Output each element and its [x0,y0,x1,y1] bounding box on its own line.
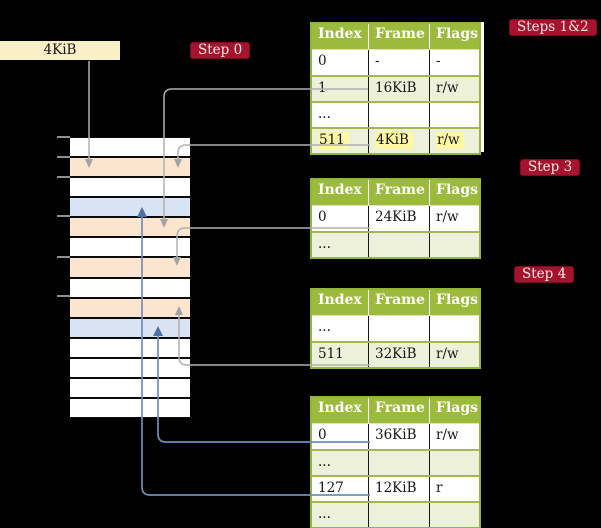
table-cell: ... [318,106,331,122]
table-cell: 0 [318,53,327,69]
memory-tick [57,215,70,217]
badge-steps-1-2: Steps 1&2 [509,19,597,36]
table-row: 0 -- [312,49,479,75]
memory-tick [57,256,70,258]
memory-row-11 [70,338,190,359]
table-row: ... [312,231,479,257]
memory-row-1 [70,138,190,159]
memory-row-3 [70,178,190,199]
memory-row-6 [70,238,190,259]
table-cell: ... [318,506,331,522]
memory-row-5 [70,218,190,239]
table-1-white-edge [481,22,484,152]
memory-row-13 [70,378,190,400]
table-cell: r/w [429,343,479,367]
table-row: ... [312,501,479,527]
table-cell [429,503,479,527]
table-row: ... [312,101,479,127]
memory-row-14 [70,399,190,418]
table-cell: r/w [429,129,479,153]
table-row: ... [312,315,479,341]
table-row: 511 4KiB r/w [312,127,479,153]
table-header-cell: Frame [368,398,429,423]
table-cell: 36KiB [368,424,429,449]
badge-step-0: Step 0 [190,42,251,59]
table-cell [368,503,429,527]
memory-tick [57,136,70,138]
table-cell [368,103,429,127]
table-header-cell: Flags [429,180,479,205]
table-cell: r/w [429,206,479,231]
badge-step-3: Step 3 [520,159,581,176]
memory-row-9 [70,298,190,319]
memory-column [70,137,190,418]
badge-step-4: Step 4 [514,266,575,283]
memory-row-7 [70,258,190,279]
table-header-cell: Index [318,26,362,42]
table-cell: 16KiB [368,77,429,101]
table-cell [368,316,429,341]
memory-row-12 [70,358,190,379]
table-cell: 24KiB [368,206,429,231]
highlighted-value: 511 [318,132,349,149]
table-cell: ... [318,454,331,470]
table-cell: ... [318,319,331,335]
table-cell: 0 [318,209,327,225]
table-header-cell: Flags [429,24,479,49]
table-cell: 127 [318,480,344,496]
table-cell: 511 [318,346,344,362]
table-cell [429,233,479,257]
table-cell: 0 [318,427,327,443]
table-header-cell: Flags [429,398,479,423]
table-cell [429,103,479,127]
highlighted-value: r/w [436,132,464,149]
table-cell: r/w [429,424,479,449]
memory-tick [57,176,70,178]
memory-row-4 [70,198,190,219]
memory-tick [57,156,70,158]
table-cell: r/w [429,77,479,101]
frame-address-label: 4KiB [0,41,120,60]
table-cell: r [429,477,479,501]
table-header-cell: Index [318,182,362,198]
highlighted-value: 4KiB [375,132,413,149]
table-cell: 1 [318,80,327,96]
memory-tick [57,295,70,297]
table-cell: 32KiB [368,343,429,367]
table-cell [368,451,429,475]
table-cell [429,451,479,475]
table-header-cell: Index [318,400,362,416]
memory-row-10 [70,318,190,339]
table-cell [429,316,479,341]
table-cell: 4KiB [368,129,429,153]
table-cell: 12KiB [368,477,429,501]
table-row: ... [312,449,479,475]
table-header-cell: Frame [368,290,429,315]
table-header-cell: Flags [429,290,479,315]
table-cell: ... [318,236,331,252]
table-cell: 511 [312,129,368,153]
table-header-cell: Index [318,292,362,308]
table-header-cell: Frame [368,24,429,49]
memory-row-2 [70,158,190,179]
memory-row-8 [70,278,190,299]
table-header-cell: Frame [368,180,429,205]
table-cell: - [429,50,479,75]
table-cell: - [368,50,429,75]
table-cell [368,233,429,257]
